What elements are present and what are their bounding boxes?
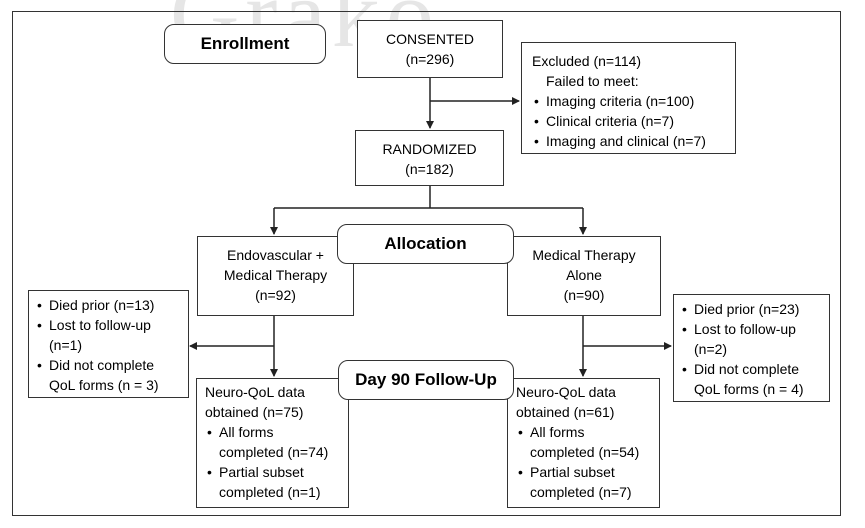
endovascular-line1: Endovascular + (227, 247, 324, 263)
right-result-line2: obtained (n=61) (516, 404, 615, 420)
loss-item: Lost to follow-up(n=1) (35, 315, 188, 355)
randomized-count: (n=182) (405, 161, 454, 177)
enrollment-label: Enrollment (164, 24, 326, 64)
endovascular-line2: Medical Therapy (223, 267, 328, 283)
left-loss-box: Died prior (n=13) Lost to follow-up(n=1)… (28, 290, 189, 398)
excluded-item: Clinical criteria (n=7) (532, 111, 735, 131)
randomized-label: RANDOMIZED (382, 141, 477, 157)
left-result-line2: obtained (n=75) (205, 404, 304, 420)
loss-item: Died prior (n=13) (35, 295, 188, 315)
consented-count: (n=296) (405, 51, 455, 67)
loss-item: Died prior (n=23) (680, 299, 829, 319)
randomized-box: RANDOMIZED (n=182) (355, 130, 504, 186)
medical-line2: Alone (566, 267, 602, 283)
medical-box: Medical Therapy Alone (n=90) (507, 236, 661, 316)
loss-item: Lost to follow-up(n=2) (680, 319, 829, 359)
left-result-line1: Neuro-QoL data (205, 384, 305, 400)
right-loss-box: Died prior (n=23) Lost to follow-up(n=2)… (673, 294, 830, 402)
excluded-subtitle: Failed to meet: (546, 73, 639, 89)
excluded-item: Imaging criteria (n=100) (532, 91, 735, 111)
right-result-box: Neuro-QoL data obtained (n=61) All forms… (507, 378, 660, 508)
excluded-box: Excluded (n=114) Failed to meet: Imaging… (521, 42, 736, 154)
endovascular-count: (n=92) (255, 287, 296, 303)
followup-label: Day 90 Follow-Up (338, 360, 514, 400)
allocation-label: Allocation (337, 224, 514, 264)
medical-count: (n=90) (563, 287, 605, 303)
excluded-item: Imaging and clinical (n=7) (532, 131, 735, 151)
endovascular-box: Endovascular + Medical Therapy (n=92) (197, 236, 354, 316)
right-result-line1: Neuro-QoL data (516, 384, 616, 400)
consented-box: CONSENTED (n=296) (357, 20, 503, 78)
consented-label: CONSENTED (386, 31, 474, 47)
medical-line1: Medical Therapy (532, 247, 636, 263)
excluded-title: Excluded (n=114) (532, 53, 642, 69)
excluded-list: Imaging criteria (n=100) Clinical criter… (532, 91, 735, 151)
left-result-box: Neuro-QoL data obtained (n=75) All forms… (196, 378, 349, 508)
outer-frame (12, 11, 841, 516)
